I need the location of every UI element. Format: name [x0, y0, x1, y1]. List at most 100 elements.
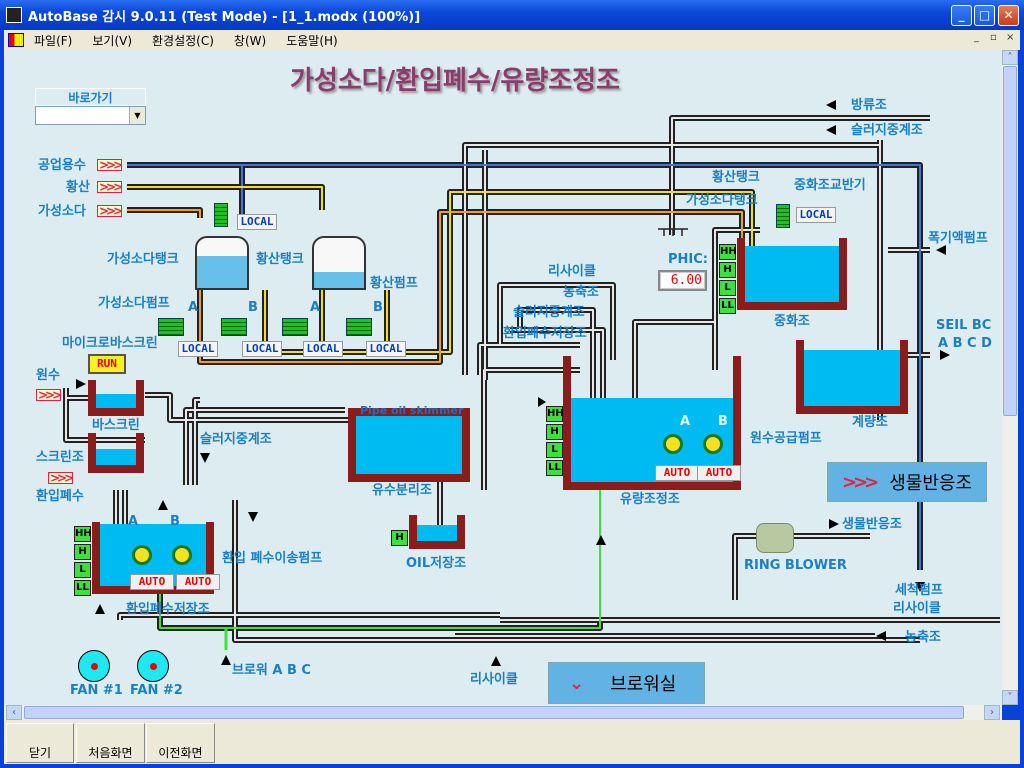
close-screen-button[interactable]: 닫기	[6, 723, 74, 763]
label-fan2: FAN #2	[130, 683, 183, 698]
label-caustic-tank: 가성소다탱크	[107, 252, 179, 267]
acid-pump-b-icon[interactable]	[346, 318, 372, 336]
label-discharge: 방류조	[851, 98, 887, 113]
bottom-toolbar: 닫기 처음화면 이전화면	[4, 720, 1020, 764]
goto-dropdown[interactable]: ▼	[35, 106, 146, 125]
level-h: H	[546, 424, 563, 440]
label-acid-tank: 황산탱크	[256, 252, 304, 267]
label-equalization-tank: 유량조정조	[620, 492, 680, 507]
level-l: L	[719, 280, 736, 296]
menu-view[interactable]: 보기(V)	[92, 33, 133, 48]
label-fan1: FAN #1	[70, 683, 123, 698]
menu-window[interactable]: 창(W)	[233, 33, 267, 48]
vertical-scrollbar[interactable]: ˄ ˅	[1002, 50, 1018, 705]
label-recycle-bottom: 리사이클	[470, 672, 518, 687]
metering-tank[interactable]	[796, 340, 908, 414]
oil-level-h: H	[391, 530, 408, 546]
transfer-pump-b-icon[interactable]	[172, 545, 192, 565]
process-canvas: 가성소다/환입폐수/유량조정조 바로가기 ▼ 공업용수 >>> 황산 >>> 가…	[4, 50, 1002, 705]
vertical-scroll-thumb[interactable]	[1003, 66, 1017, 416]
agitator-motor-icon[interactable]	[214, 203, 228, 227]
mdi-minimize-button[interactable]: _	[974, 32, 979, 43]
horizontal-scrollbar[interactable]: ‹ ›	[4, 705, 1002, 720]
label-neutral-agitator: 중화조교반기	[794, 178, 866, 193]
minimize-button[interactable]: _	[951, 5, 972, 26]
menu-file[interactable]: 파일(F)	[34, 33, 73, 48]
caustic-pump-a-status: LOCAL	[178, 341, 218, 357]
label-screen-tank: 스크린조	[36, 450, 84, 465]
fan-2-icon[interactable]	[137, 650, 169, 682]
scroll-left-button[interactable]: ‹	[6, 705, 22, 720]
menu-settings[interactable]: 환경설정(C)	[152, 33, 214, 48]
sprayer	[658, 228, 688, 236]
flow-arrow	[221, 655, 231, 665]
label-caustic-soda: 가성소다	[38, 204, 86, 219]
label-raw-supply-pump: 원수공급펌프	[750, 431, 822, 446]
transfer-pump-a-status: AUTO	[130, 574, 174, 590]
caustic-soda-tank[interactable]	[195, 236, 249, 290]
ring-blower-icon[interactable]	[756, 523, 794, 553]
scroll-right-button[interactable]: ›	[984, 705, 1000, 720]
sulfuric-acid-tank[interactable]	[312, 236, 366, 290]
scroll-down-button[interactable]: ˅	[1002, 690, 1018, 705]
scroll-up-button[interactable]: ˄	[1002, 50, 1018, 65]
label-bio-reactor: 생물반응조	[842, 517, 902, 532]
inlet-arrow-icon: >>>	[48, 471, 74, 485]
acid-pump-a-icon[interactable]	[282, 318, 308, 336]
inlet-arrow-icon: >>>	[36, 388, 62, 402]
label-acid-tank-r: 황산탱크	[712, 170, 760, 185]
flow-arrow	[826, 125, 836, 135]
previous-screen-button[interactable]: 이전화면	[146, 723, 215, 763]
label-sludge-relay-m: 슬러지중계조	[513, 305, 585, 320]
label-phic: PHIC:	[668, 252, 708, 267]
blower-room-nav-button[interactable]: ⌄브로워실	[548, 662, 705, 704]
flow-arrow	[940, 350, 950, 360]
label-pipe-oil-skimmer: Pipe oil skimmer	[360, 404, 464, 417]
agitator-motor-icon[interactable]	[776, 204, 790, 228]
flow-arrow	[829, 519, 839, 529]
industrial-water-pipe	[127, 164, 921, 570]
close-button[interactable]: ✕	[998, 5, 1019, 26]
flow-arrow	[936, 245, 946, 255]
page-title: 가성소다/환입폐수/유량조정조	[290, 66, 620, 96]
horizontal-scroll-thumb[interactable]	[24, 706, 964, 719]
raw-supply-pump-b-icon[interactable]	[703, 434, 723, 454]
app-icon	[6, 7, 22, 23]
maximize-button[interactable]: □	[974, 5, 995, 26]
caustic-pump-b-icon[interactable]	[221, 318, 247, 336]
micro-screen-run-status: RUN	[88, 354, 126, 374]
acid-pump-a-status: LOCAL	[303, 341, 343, 357]
mdi-restore-button[interactable]: ▫	[990, 32, 997, 43]
inlet-arrow-icon: >>>	[97, 180, 123, 194]
neutralization-tank[interactable]	[737, 238, 847, 310]
home-screen-button[interactable]: 처음화면	[76, 723, 145, 763]
caustic-pump-a-icon[interactable]	[158, 318, 184, 336]
window-title: AutoBase 감시 9.0.11 (Test Mode) - [1_1.mo…	[28, 9, 421, 25]
label-thickener: 농축조	[563, 285, 599, 300]
flow-arrow	[826, 100, 836, 110]
label-recycle: 리사이클	[548, 264, 596, 279]
flow-arrow	[248, 512, 258, 522]
level-l: L	[74, 562, 91, 578]
title-bar: AutoBase 감시 9.0.11 (Test Mode) - [1_1.mo…	[0, 0, 1024, 30]
raw-supply-pump-a-status: AUTO	[655, 465, 699, 481]
chevron-down-icon[interactable]: ▼	[129, 107, 145, 124]
flow-arrow	[876, 631, 886, 641]
oil-separator-tank[interactable]	[348, 408, 470, 482]
oil-storage-tank[interactable]	[409, 515, 465, 549]
level-ll: LL	[546, 460, 563, 476]
bio-reactor-nav-button[interactable]: >>>생물반응조	[827, 462, 987, 502]
menu-help[interactable]: 도움말(H)	[286, 33, 338, 48]
label-return-transfer-pump: 환입 폐수이송펌프	[222, 551, 323, 566]
bar-screen-tank[interactable]	[88, 380, 144, 416]
flow-arrow	[538, 397, 546, 407]
label-thickener-r: 농축조	[905, 630, 941, 645]
screen-tank[interactable]	[88, 433, 144, 473]
fan-1-icon[interactable]	[78, 650, 110, 682]
mdi-close-button[interactable]: ×	[1006, 32, 1015, 43]
level-hh: HH	[546, 406, 564, 422]
transfer-pump-a-icon[interactable]	[132, 545, 152, 565]
label-wash-pump: 세척펌프	[895, 583, 943, 598]
label-pump-a: A	[128, 514, 139, 529]
raw-supply-pump-a-icon[interactable]	[663, 434, 683, 454]
